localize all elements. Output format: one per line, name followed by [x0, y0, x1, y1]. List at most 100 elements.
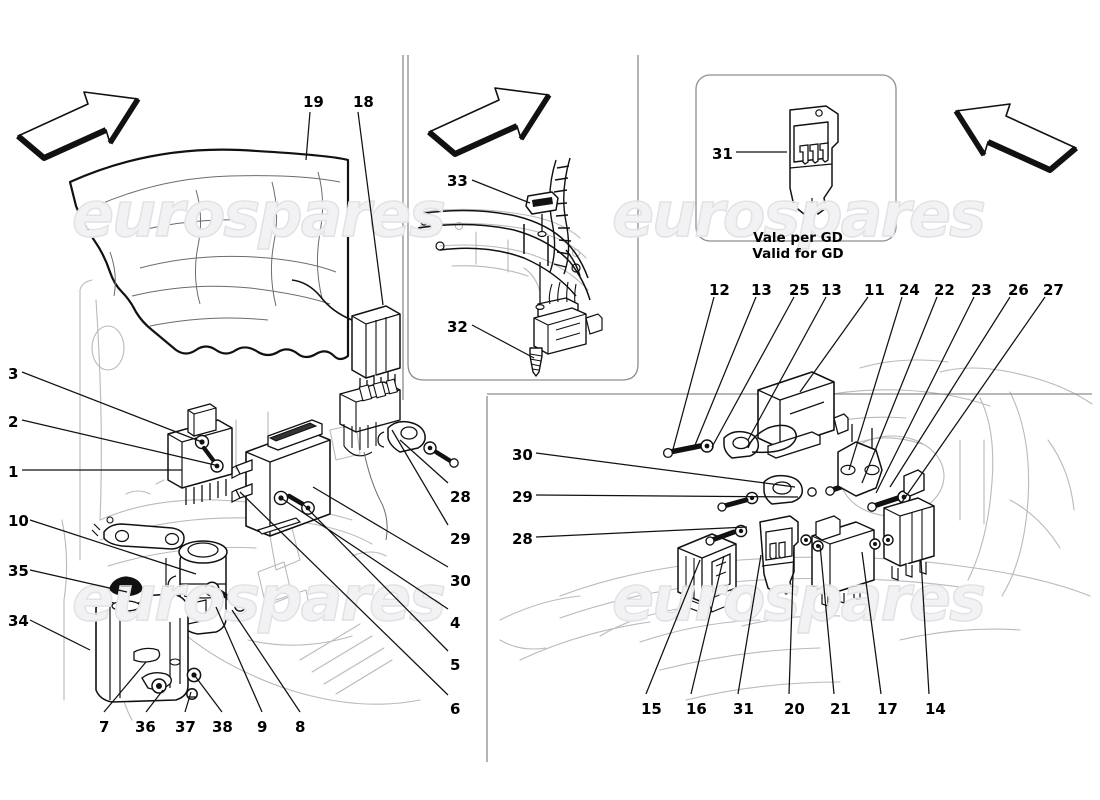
leader-line-8 [231, 609, 301, 713]
cable-retaining-clip-33 [525, 191, 559, 238]
callout-number-29: 29 [450, 530, 471, 548]
callout-number-30r: 30 [512, 446, 533, 464]
leader-line-30 [312, 486, 449, 568]
leader-line-29r [535, 494, 799, 498]
connector-bracket-1 [167, 403, 233, 505]
washer-pump-motor [165, 540, 246, 635]
callout-number-6: 6 [450, 700, 461, 718]
leader-line-11 [799, 296, 869, 393]
leader-line-38 [194, 675, 223, 713]
reservoir-cap-35 [105, 576, 147, 612]
multi-pin-connector-block [339, 378, 401, 541]
self-tapping-screw-32 [529, 347, 543, 377]
leader-line-7 [103, 661, 147, 713]
callout-number-8: 8 [295, 718, 306, 736]
leader-line-32 [471, 324, 535, 359]
leader-line-19 [305, 111, 311, 161]
callout-number-21: 21 [830, 700, 851, 718]
leader-line-30r [535, 452, 796, 488]
callout-number-24: 24 [899, 281, 920, 299]
callout-number-1: 1 [8, 463, 19, 481]
leader-line-25 [711, 296, 795, 448]
callout-number-38: 38 [212, 718, 233, 736]
leader-line-34 [29, 619, 91, 651]
callout-number-27: 27 [1043, 281, 1064, 299]
leader-line-14 [920, 559, 930, 695]
leader-line-5 [299, 500, 449, 652]
gd-panel-note: Vale per GD Valid for GD [748, 230, 848, 263]
ground-cable-assembly-right [662, 424, 797, 459]
leader-line-16 [690, 555, 725, 695]
callout-number-29r: 29 [512, 488, 533, 506]
leader-line-9 [215, 606, 263, 713]
relay-module-16 [677, 524, 748, 613]
leader-line-33 [471, 179, 531, 204]
callout-number-26: 26 [1008, 281, 1029, 299]
ground-eyelet-terminal-left [377, 420, 459, 468]
right-mounting-bolts [825, 424, 925, 512]
leader-line-18 [357, 111, 384, 306]
soundproofing-blanket-19 [68, 148, 350, 361]
callout-number-11: 11 [864, 281, 885, 299]
leader-line-28 [399, 439, 449, 484]
view-arrow-right [953, 103, 1078, 173]
callout-number-22: 22 [934, 281, 955, 299]
leader-line-37 [184, 691, 192, 713]
leader-line-29 [391, 429, 449, 526]
leader-line-10 [29, 519, 197, 575]
callout-number-13a: 13 [751, 281, 772, 299]
leader-line-26 [889, 296, 1011, 488]
callout-number-2: 2 [8, 413, 19, 431]
relay-17 [811, 515, 875, 607]
leader-line-12 [671, 296, 715, 454]
callout-number-18: 18 [353, 93, 374, 111]
callout-number-19: 19 [303, 93, 324, 111]
gd-note-line-italian: Vale per GD [753, 230, 843, 246]
leader-line-35 [29, 569, 128, 593]
leader-line-3 [21, 371, 203, 443]
callout-number-3: 3 [8, 365, 19, 383]
callout-number-12: 12 [709, 281, 730, 299]
callout-number-31: 31 [733, 700, 754, 718]
callout-number-36: 36 [135, 718, 156, 736]
leader-line-4 [280, 497, 449, 610]
callout-number-10: 10 [8, 512, 29, 530]
callout-number-20: 20 [784, 700, 805, 718]
leader-line-36 [145, 689, 164, 713]
callout-number-28: 28 [450, 488, 471, 506]
callout-number-30: 30 [450, 572, 471, 590]
right-control-unit-11 [757, 371, 849, 459]
relay-14 [883, 497, 935, 581]
middle-connector-housing [533, 262, 603, 355]
leader-line-15 [645, 559, 701, 695]
leader-line-13a [692, 296, 757, 451]
callout-number-31-gd: 31 [712, 145, 733, 163]
gd-panel-frame [695, 74, 897, 242]
callout-number-16: 16 [686, 700, 707, 718]
leader-line-24 [848, 296, 903, 471]
callout-number-28r: 28 [512, 530, 533, 548]
callout-number-25: 25 [789, 281, 810, 299]
callout-number-33: 33 [447, 172, 468, 190]
view-arrow-left [16, 91, 141, 161]
callout-number-15: 15 [641, 700, 662, 718]
callout-number-37: 37 [175, 718, 196, 736]
leader-line-23 [875, 296, 975, 494]
leader-line-28r [535, 526, 748, 538]
leader-line-22 [861, 296, 938, 484]
right-small-fasteners [800, 534, 894, 552]
screw-3-assembly [194, 434, 224, 473]
leader-line-17 [861, 551, 882, 695]
callout-number-17: 17 [877, 700, 898, 718]
callout-number-9: 9 [257, 718, 268, 736]
callout-number-13b: 13 [821, 281, 842, 299]
fuse-holder-31-right [759, 515, 799, 595]
callout-number-14: 14 [925, 700, 946, 718]
callout-number-23: 23 [971, 281, 992, 299]
callout-number-34: 34 [8, 612, 29, 630]
callout-number-35: 35 [8, 562, 29, 580]
callout-number-5: 5 [450, 656, 461, 674]
